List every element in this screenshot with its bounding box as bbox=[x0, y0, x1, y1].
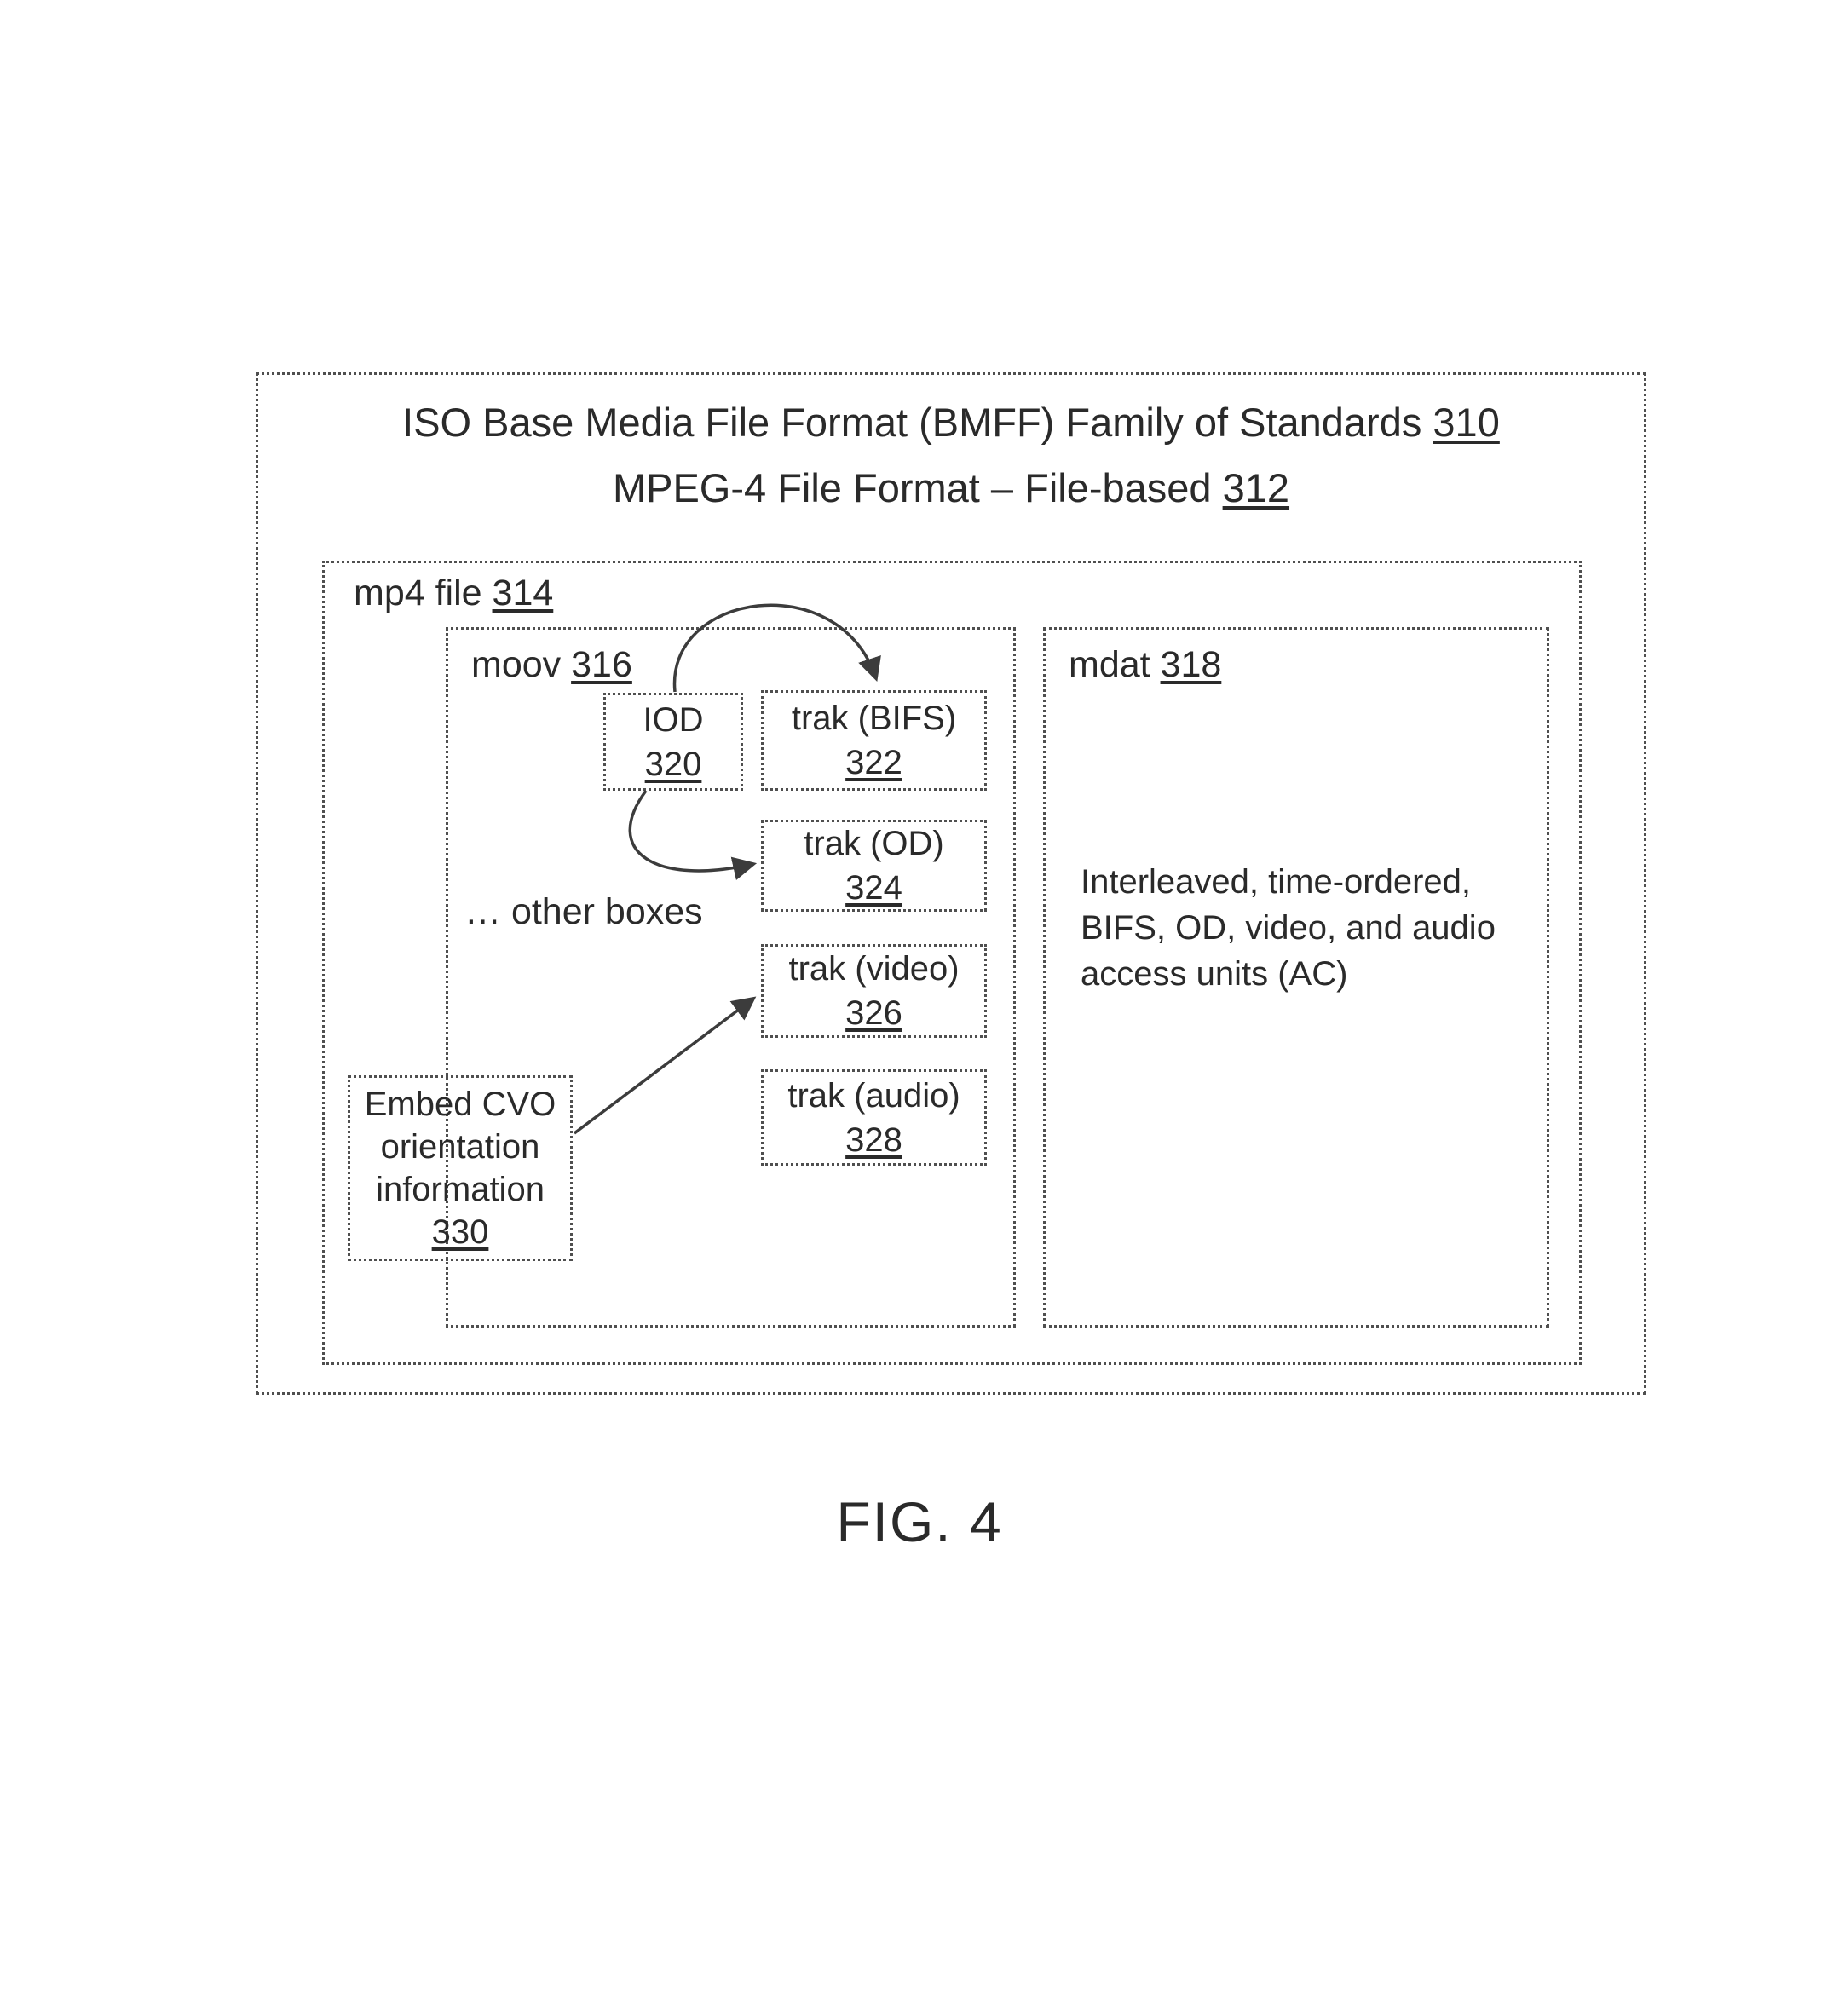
embed-cvo-box: Embed CVO orientation information 330 bbox=[348, 1075, 573, 1261]
trak-od-box: trak (OD) 324 bbox=[761, 820, 987, 912]
mdat-description: Interleaved, time-ordered, BIFS, OD, vid… bbox=[1081, 863, 1496, 993]
bmff-title: ISO Base Media File Format (BMFF) Family… bbox=[256, 399, 1646, 446]
figure-caption: FIG. 4 bbox=[836, 1490, 1003, 1553]
trak-video-ref: 326 bbox=[845, 994, 902, 1032]
mdat-label-text: mdat bbox=[1069, 644, 1150, 685]
trak-video-label: trak (video) bbox=[788, 950, 960, 988]
embed-cvo-line3: information bbox=[376, 1171, 545, 1208]
trak-bifs-ref: 322 bbox=[845, 744, 902, 781]
mdat-box bbox=[1043, 627, 1549, 1328]
embed-cvo-ref: 330 bbox=[431, 1213, 489, 1251]
bmff-standards-box bbox=[256, 372, 1646, 1395]
trak-od-label: trak (OD) bbox=[804, 825, 944, 862]
moov-label-text: moov bbox=[471, 644, 562, 685]
mpeg4-title-text: MPEG-4 File Format – File-based bbox=[612, 465, 1212, 510]
mp4-file-label-text: mp4 file bbox=[354, 573, 482, 613]
mp4-file-box bbox=[322, 561, 1582, 1365]
mdat-label: mdat 318 bbox=[1069, 644, 1221, 686]
embed-cvo-line1: Embed CVO bbox=[364, 1086, 556, 1123]
embed-cvo-line2: orientation bbox=[380, 1128, 540, 1166]
trak-audio-box: trak (audio) 328 bbox=[761, 1069, 987, 1166]
mp4-file-label: mp4 file 314 bbox=[354, 573, 553, 614]
moov-ref: 316 bbox=[571, 644, 632, 685]
trak-audio-label: trak (audio) bbox=[787, 1076, 960, 1115]
moov-label: moov 316 bbox=[471, 644, 632, 686]
mpeg4-title: MPEG-4 File Format – File-based 312 bbox=[256, 464, 1646, 511]
iod-ref: 320 bbox=[644, 745, 702, 783]
other-boxes-note: … other boxes bbox=[464, 891, 703, 932]
iod-label: IOD bbox=[643, 700, 704, 739]
mp4-file-ref: 314 bbox=[492, 573, 554, 613]
iod-box: IOD 320 bbox=[603, 693, 743, 791]
mpeg4-title-ref: 312 bbox=[1222, 465, 1290, 510]
trak-video-box: trak (video) 326 bbox=[761, 944, 987, 1038]
bmff-title-ref: 310 bbox=[1433, 400, 1500, 445]
trak-audio-ref: 328 bbox=[845, 1120, 902, 1159]
bmff-title-text: ISO Base Media File Format (BMFF) Family… bbox=[402, 400, 1422, 445]
trak-bifs-box: trak (BIFS) 322 bbox=[761, 690, 987, 791]
mdat-ref: 318 bbox=[1160, 644, 1222, 685]
trak-od-ref: 324 bbox=[845, 869, 902, 907]
trak-bifs-label: trak (BIFS) bbox=[791, 700, 957, 737]
